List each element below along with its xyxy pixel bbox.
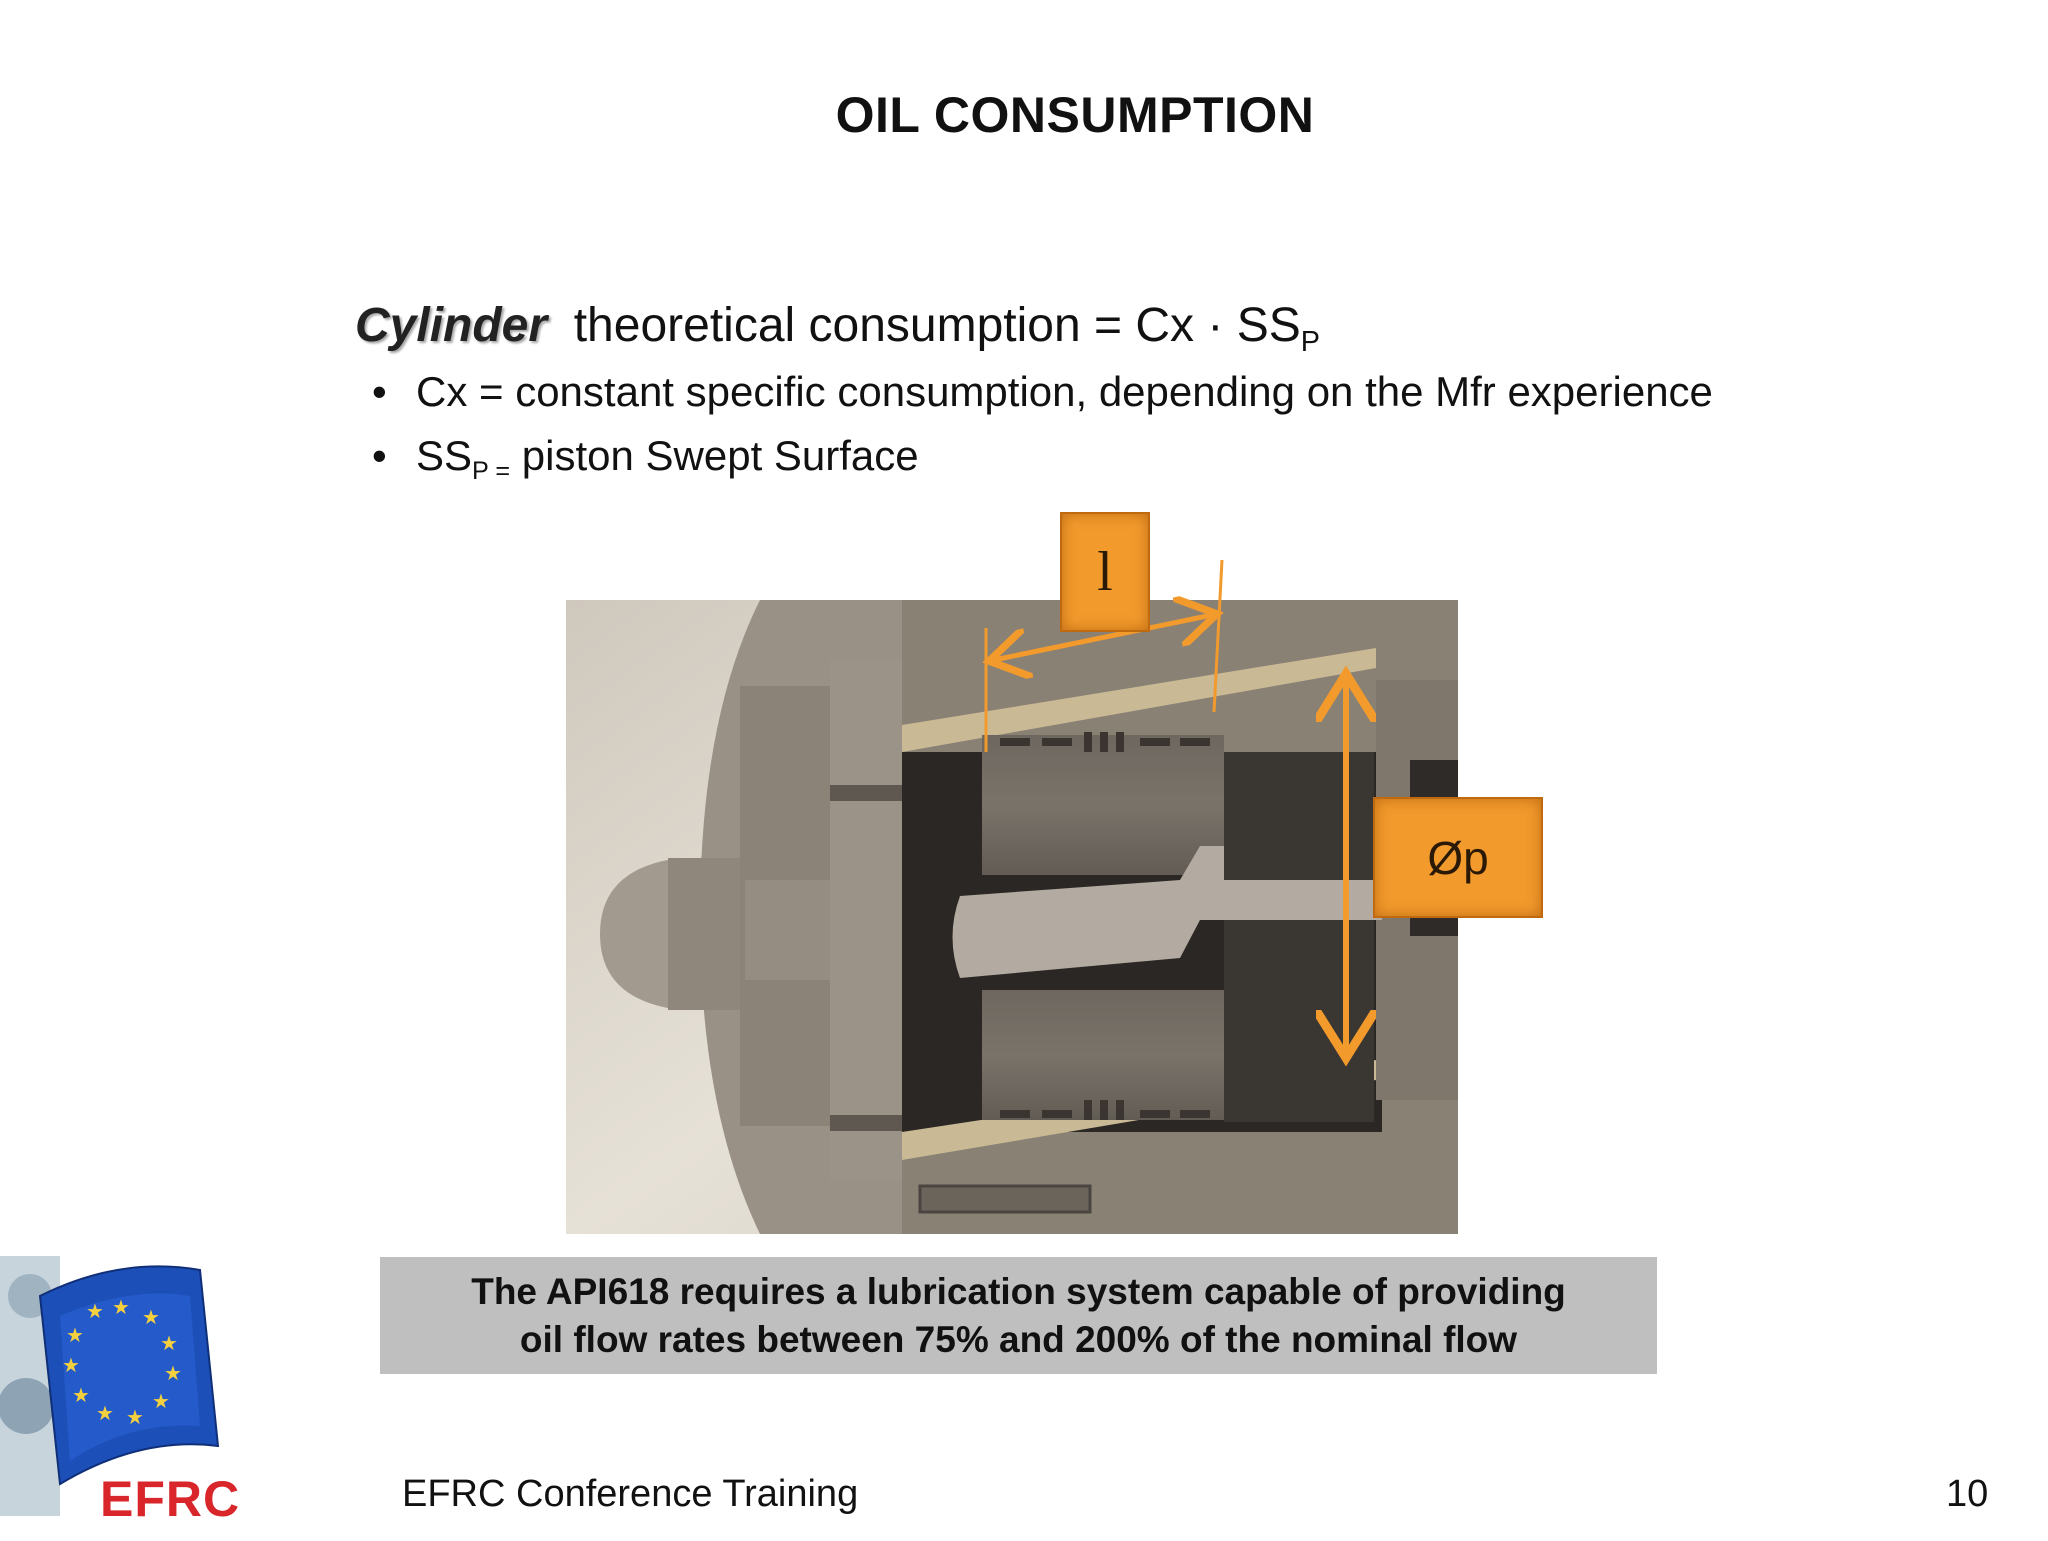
- svg-text:★: ★: [126, 1405, 144, 1429]
- definition-list: • Cx = constant specific consumption, de…: [372, 368, 1713, 496]
- figure-background: [566, 600, 1458, 1234]
- svg-text:★: ★: [112, 1295, 130, 1319]
- length-label: l: [1060, 512, 1150, 632]
- bullet-marker: •: [372, 432, 387, 479]
- svg-text:★: ★: [96, 1401, 114, 1425]
- liner-top: [902, 648, 1376, 752]
- efrc-logo: ★★★ ★★★ ★★★ ★★: [0, 1256, 238, 1536]
- piston-lower: [982, 990, 1224, 1120]
- eu-flag-icon: ★★★ ★★★ ★★★ ★★: [0, 1256, 220, 1516]
- note-line-2: oil flow rates between 75% and 200% of t…: [519, 1318, 1518, 1360]
- svg-text:★: ★: [62, 1353, 80, 1377]
- slide-title: OIL CONSUMPTION: [835, 87, 1315, 143]
- svg-text:★: ★: [160, 1331, 178, 1355]
- footer-caption: EFRC Conference Training: [402, 1473, 859, 1515]
- svg-text:★: ★: [72, 1383, 90, 1407]
- svg-text:★: ★: [86, 1299, 104, 1323]
- heading-emphasis: Cylinder: [355, 299, 548, 352]
- svg-text:★: ★: [164, 1361, 182, 1385]
- cylinder-cross-section-figure: [566, 559, 1458, 1234]
- piston-upper: [982, 735, 1224, 875]
- svg-text:★: ★: [142, 1305, 160, 1329]
- logo-wordmark: EFRC: [100, 1471, 241, 1527]
- length-extension-right: [1212, 559, 1224, 713]
- api618-note: The API618 requires a lubrication system…: [380, 1257, 1657, 1374]
- cylinder-drawing: [566, 559, 1458, 1234]
- piston-rod: [952, 846, 1380, 978]
- bullet-marker: •: [372, 368, 387, 415]
- head-cap: [600, 858, 740, 1010]
- svg-text:★: ★: [152, 1389, 170, 1413]
- bullet-prefix: SS: [416, 432, 473, 479]
- page-number: 10: [1946, 1473, 1989, 1515]
- liner-bottom: [902, 1060, 1376, 1160]
- svg-text:★: ★: [66, 1323, 84, 1347]
- bullet-subscript: P =: [472, 456, 511, 485]
- diameter-label: Øp: [1373, 797, 1543, 918]
- list-item: • SSP = piston Swept Surface: [372, 432, 1713, 496]
- bullet-text: Cx = constant specific consumption, depe…: [416, 368, 1713, 415]
- formula-heading: Cylinder theoretical consumption = Cx · …: [355, 298, 1320, 359]
- bullet-text: piston Swept Surface: [510, 432, 919, 479]
- heading-text: theoretical consumption = Cx · SS: [573, 299, 1301, 352]
- list-item: • Cx = constant specific consumption, de…: [372, 368, 1713, 432]
- heading-subscript: P: [1300, 326, 1320, 359]
- cylinder-bore: [902, 752, 1382, 1132]
- note-line-1: The API618 requires a lubrication system…: [471, 1270, 1566, 1312]
- flange: [700, 600, 940, 1234]
